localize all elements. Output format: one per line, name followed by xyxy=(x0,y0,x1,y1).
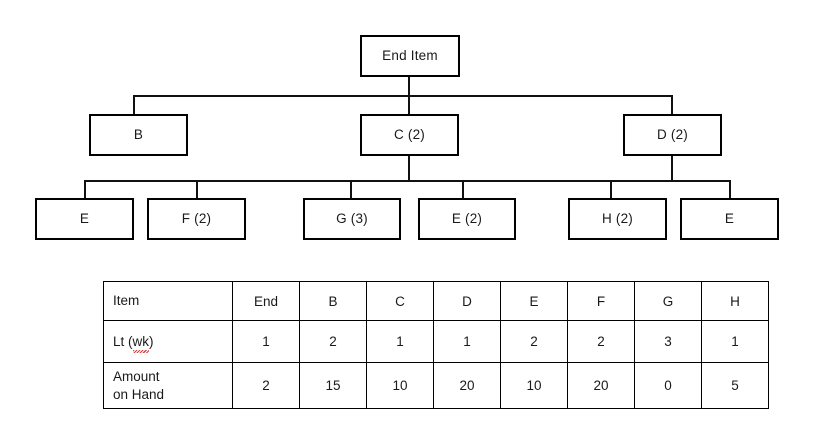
row-label-amount-line1: Amount xyxy=(113,368,160,384)
node-e-2[interactable]: E (2) xyxy=(418,198,516,240)
col-header-b: B xyxy=(299,281,367,321)
table-header-row: Item End B C D E F G H xyxy=(103,281,769,321)
node-h[interactable]: H (2) xyxy=(568,198,667,240)
connector-c-stem xyxy=(408,156,410,180)
row-label-amount-on-hand: Amount on Hand xyxy=(103,362,233,409)
connector-drop-e2 xyxy=(462,180,464,198)
row-label-lead-time-misspelled-word: wk xyxy=(132,333,150,354)
connector-drop-b xyxy=(133,95,135,114)
table-row-amount-on-hand: Amount on Hand 2 15 10 20 10 20 0 5 xyxy=(103,362,769,409)
connector-level2-bus xyxy=(84,180,729,182)
table-cell: 10 xyxy=(500,362,568,409)
col-header-c: C xyxy=(366,281,434,321)
row-label-lead-time-text: Lt ( xyxy=(113,333,133,349)
connector-d-stem xyxy=(671,156,673,180)
row-label-lead-time-tail: ) xyxy=(149,333,154,349)
col-header-h: H xyxy=(701,281,769,321)
node-b[interactable]: B xyxy=(89,114,188,156)
row-label-lead-time: Lt (wk) xyxy=(103,320,233,363)
table-cell: 5 xyxy=(701,362,769,409)
col-header-f: F xyxy=(567,281,635,321)
table-cell: 0 xyxy=(634,362,702,409)
table-cell: 2 xyxy=(567,320,635,363)
connector-drop-e3 xyxy=(729,180,731,198)
table-cell: 1 xyxy=(701,320,769,363)
table-cell: 15 xyxy=(299,362,367,409)
table-cell: 2 xyxy=(232,362,300,409)
table-cell: 1 xyxy=(366,320,434,363)
item-data-table: Item End B C D E F G H Lt (wk) 1 2 1 1 2… xyxy=(103,281,769,409)
col-header-end: End xyxy=(232,281,300,321)
connector-level1-bus xyxy=(133,95,672,97)
connector-drop-e1 xyxy=(84,180,86,198)
node-end-item[interactable]: End Item xyxy=(360,35,460,77)
connector-drop-h xyxy=(610,180,612,198)
table-cell: 1 xyxy=(232,320,300,363)
node-f[interactable]: F (2) xyxy=(147,198,246,240)
table-cell: 2 xyxy=(299,320,367,363)
connector-drop-g xyxy=(350,180,352,198)
table-cell: 1 xyxy=(433,320,501,363)
col-header-g: G xyxy=(634,281,702,321)
node-e-3[interactable]: E xyxy=(680,198,779,240)
table-cell: 20 xyxy=(433,362,501,409)
col-header-item: Item xyxy=(103,281,233,321)
table-row-lead-time: Lt (wk) 1 2 1 1 2 2 3 1 xyxy=(103,320,769,363)
node-g[interactable]: G (3) xyxy=(303,198,401,240)
connector-drop-f xyxy=(196,180,198,198)
node-d[interactable]: D (2) xyxy=(623,114,722,156)
table-cell: 2 xyxy=(500,320,568,363)
connector-drop-d xyxy=(671,95,673,114)
table-cell: 3 xyxy=(634,320,702,363)
row-label-amount-line2: on Hand xyxy=(113,386,165,402)
table-cell: 10 xyxy=(366,362,434,409)
col-header-d: D xyxy=(433,281,501,321)
col-header-e: E xyxy=(500,281,568,321)
node-e-1[interactable]: E xyxy=(35,198,134,240)
node-c[interactable]: C (2) xyxy=(360,114,459,156)
table-cell: 20 xyxy=(567,362,635,409)
